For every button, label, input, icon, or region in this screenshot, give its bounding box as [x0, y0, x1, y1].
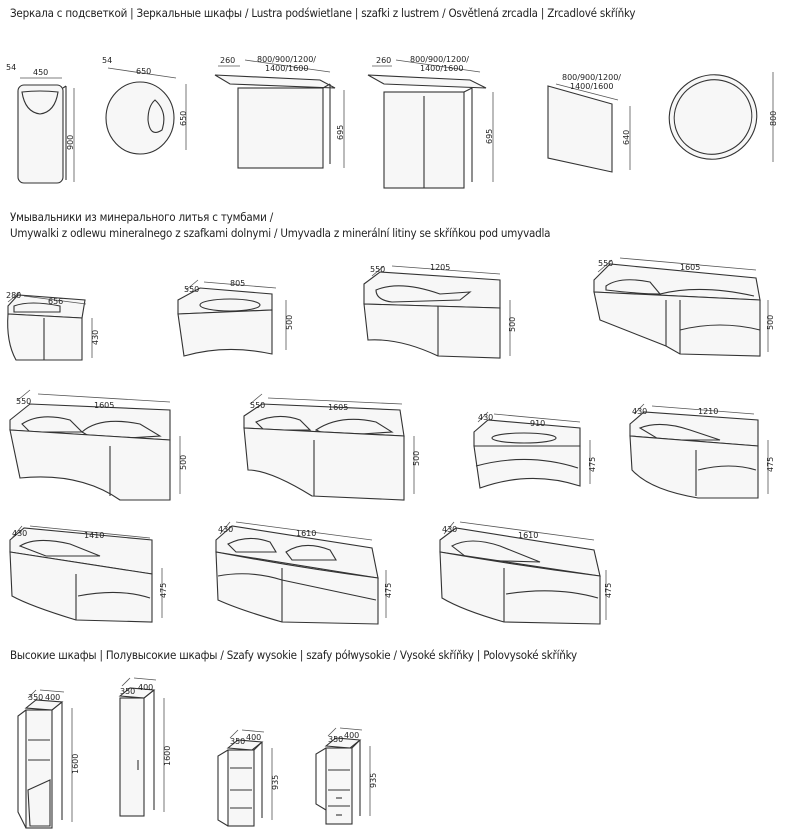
half-cabinet-drawers: 350 400 935: [315, 727, 378, 825]
basin-910-height: 475: [588, 457, 597, 472]
basin-1610-single-depth: 430: [442, 525, 457, 534]
mirror-oval: 800: [668, 72, 778, 162]
mirror-panel-width-1: 800/900/1200/: [562, 73, 621, 82]
half-cabinet-open-height: 935: [271, 775, 280, 790]
basin-1610-single-height: 475: [604, 583, 613, 598]
mirror-panel: 800/900/1200/ 1400/1600 640: [547, 73, 631, 173]
basin-1610-single: 430 1610 475: [439, 521, 613, 625]
basin-656-height: 430: [91, 330, 100, 345]
basin-656: 280 656 430: [6, 291, 100, 361]
basins-section-title-line1: Умывальники из минерального литья с тумб…: [10, 210, 274, 224]
basin-1210: 430 1210 475: [629, 403, 775, 499]
mirror-650-width: 650: [136, 67, 151, 76]
basin-1610-double-depth: 430: [218, 525, 233, 534]
tall-cabinet-open-width: 400: [45, 693, 60, 702]
mirror-cabinet-double-width-2: 1400/1600: [420, 64, 463, 73]
half-cabinet-open: 350 400 935: [217, 729, 280, 827]
mirror-cabinet-single-depth: 260: [220, 56, 235, 65]
basin-1610-double: 430 1610 475: [215, 521, 393, 625]
mirror-650-round: 54 650 650: [102, 56, 188, 155]
tall-cabinet-closed-width: 400: [138, 683, 153, 692]
basin-1210-depth: 430: [632, 407, 647, 416]
mirror-450: 54 450 900: [6, 63, 75, 184]
basins-section-title-line2: Umywalki z odlewu mineralnego z szafkami…: [10, 226, 551, 240]
mirror-cabinet-double-width-1: 800/900/1200/: [410, 55, 469, 64]
basin-910-width: 910: [530, 419, 545, 428]
basin-910-depth: 430: [478, 413, 493, 422]
basin-1605-right-width: 1605: [680, 263, 700, 272]
basin-1610-single-width: 1610: [518, 531, 538, 540]
basin-656-width: 656: [48, 297, 63, 306]
mirror-cabinet-single-height: 695: [336, 125, 345, 140]
basin-1610-double-width: 1610: [296, 529, 316, 538]
basin-910: 430 910 475: [473, 411, 597, 489]
half-cabinet-drawers-depth: 350: [328, 735, 343, 744]
mirrors-section-title: Зеркала с подсветкой | Зеркальные шкафы …: [10, 6, 636, 20]
mirror-650-depth: 54: [102, 56, 112, 65]
basin-1605-double-a-width: 1605: [94, 401, 114, 410]
basin-656-depth: 280: [6, 291, 21, 300]
basin-1605-right: 550 1605 500: [593, 257, 775, 357]
half-cabinet-open-depth: 350: [230, 737, 245, 746]
basin-1205-width: 1205: [430, 263, 450, 272]
basin-1605-right-depth: 550: [598, 259, 613, 268]
half-cabinet-drawers-height: 935: [369, 773, 378, 788]
basin-1410-height: 475: [159, 583, 168, 598]
basin-1205-depth: 550: [370, 265, 385, 274]
mirror-cabinet-single-width-1: 800/900/1200/: [257, 55, 316, 64]
basin-1605-double-b-height: 500: [412, 451, 421, 466]
basin-1205: 550 1205 500: [363, 263, 517, 359]
basin-805-depth: 550: [184, 285, 199, 294]
basin-1605-double-a-depth: 550: [16, 397, 31, 406]
half-cabinet-drawers-width: 400: [344, 731, 359, 740]
basin-1605-right-height: 500: [766, 315, 775, 330]
basin-1605-double-a-height: 500: [179, 455, 188, 470]
basin-805-width: 805: [230, 279, 245, 288]
basin-805-height: 500: [285, 315, 294, 330]
basin-1410-depth: 430: [12, 529, 27, 538]
basin-1605-double-a: 550 1605 500: [9, 389, 188, 501]
mirror-panel-height: 640: [622, 130, 631, 145]
mirror-450-height: 900: [66, 135, 75, 150]
half-cabinet-open-width: 400: [246, 733, 261, 742]
basin-805: 550 805 500: [177, 279, 294, 357]
tall-cabinets-section-title: Высокие шкафы | Полувысокие шкафы / Szaf…: [10, 648, 577, 662]
basin-1205-height: 500: [508, 317, 517, 332]
basin-1410-width: 1410: [84, 531, 104, 540]
tall-cabinet-open: 350 400 1600: [17, 689, 80, 829]
basin-1610-double-height: 475: [384, 583, 393, 598]
mirror-panel-width-2: 1400/1600: [570, 82, 613, 91]
mirror-cabinet-double-depth: 260: [376, 56, 391, 65]
mirror-cabinet-double: 260 800/900/1200/ 1400/1600 695: [367, 55, 494, 189]
mirror-cabinet-single: 260 800/900/1200/ 1400/1600 695: [214, 55, 345, 169]
basin-1410: 430 1410 475: [9, 525, 168, 623]
basin-1605-double-b-depth: 550: [250, 401, 265, 410]
mirror-650-height: 650: [179, 111, 188, 126]
basin-1210-width: 1210: [698, 407, 718, 416]
tall-cabinet-closed-depth: 350: [120, 687, 135, 696]
mirror-cabinet-single-width-2: 1400/1600: [265, 64, 308, 73]
basin-1210-height: 475: [766, 457, 775, 472]
tall-cabinet-open-height: 1600: [71, 754, 80, 774]
mirror-450-depth: 54: [6, 63, 16, 72]
tall-cabinet-closed-height: 1600: [163, 746, 172, 766]
mirror-450-width: 450: [33, 68, 48, 77]
mirror-oval-height: 800: [769, 111, 778, 126]
mirror-cabinet-double-height: 695: [485, 129, 494, 144]
tall-cabinet-open-depth: 350: [28, 693, 43, 702]
basin-1605-double-b-width: 1605: [328, 403, 348, 412]
tall-cabinet-closed: 350 400 1600: [118, 677, 172, 817]
basin-1605-double-b: 550 1605 500: [243, 393, 421, 501]
